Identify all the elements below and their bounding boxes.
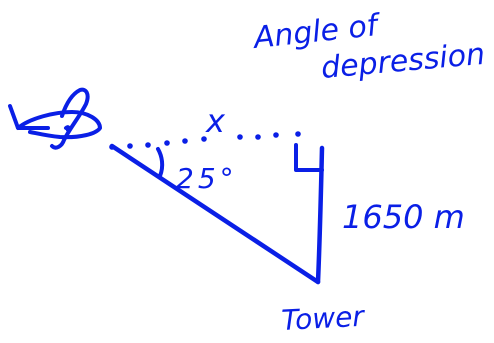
horizontal-distance-label: x <box>205 102 226 140</box>
angle-label: 25° <box>176 162 238 195</box>
horizontal-dotted-line <box>109 131 301 150</box>
angle-arc-icon <box>156 147 165 178</box>
right-angle-marker-icon <box>294 143 324 172</box>
airplane-icon <box>8 87 102 150</box>
tower-height-label: 1650 m <box>342 198 465 236</box>
tower-height-line <box>315 145 325 285</box>
tower-label: Tower <box>281 300 367 337</box>
line-of-sight <box>109 143 321 285</box>
